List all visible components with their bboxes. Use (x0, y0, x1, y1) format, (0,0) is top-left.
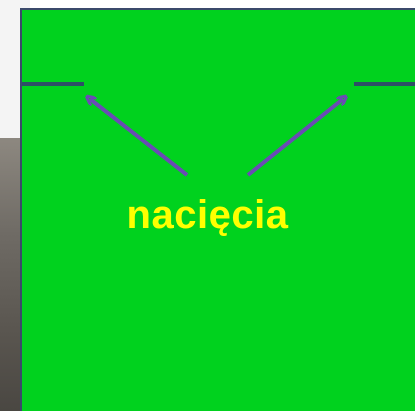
green-panel (22, 10, 415, 411)
arrow-left (90, 99, 189, 177)
cuts-label: nacięcia (126, 193, 289, 237)
arrow-right (246, 99, 343, 177)
